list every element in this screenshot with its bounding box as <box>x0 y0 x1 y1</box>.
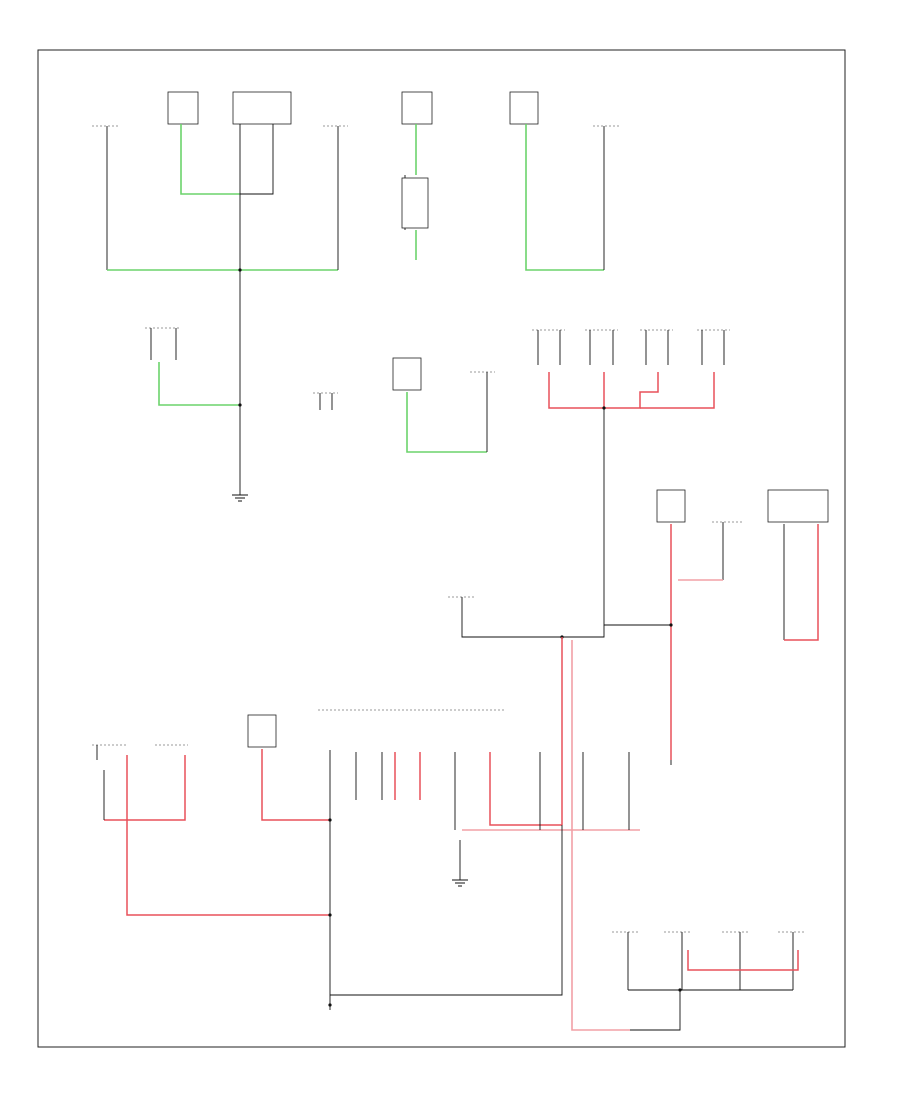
wire-group-top-left <box>106 124 339 271</box>
component-top-2 <box>232 91 292 125</box>
splice-node-2 <box>238 403 242 407</box>
component-bottom-left-1 <box>92 744 330 916</box>
component-right-mid-3 <box>767 489 829 641</box>
component-group-right-4 <box>532 329 730 409</box>
splice-node-9 <box>678 988 682 992</box>
trunk-pink-right <box>571 640 630 1031</box>
ground-symbol-left <box>232 470 248 502</box>
wire-group-top-mid <box>401 124 429 260</box>
component-top-4 <box>509 91 539 125</box>
component-right-mid-1 <box>656 489 686 760</box>
splice-node-4 <box>669 623 673 627</box>
splice-node-8 <box>328 1003 332 1007</box>
component-bottom-left-2 <box>103 744 188 821</box>
component-top-1 <box>167 91 199 125</box>
splice-node-3 <box>602 406 606 410</box>
component-mid-center <box>392 357 495 453</box>
splice-node <box>238 268 242 272</box>
splice-node-7 <box>328 913 332 917</box>
ground-symbol-bottom <box>452 840 468 887</box>
component-group-bottom-right-4 <box>612 931 806 1031</box>
splice-node-6 <box>328 818 332 822</box>
short-leads-mid-1 <box>319 393 333 410</box>
component-right-mid-2 <box>678 521 742 581</box>
bottom-middle-leads <box>355 752 640 831</box>
component-mid-left <box>145 327 240 406</box>
component-bottom-left-3 <box>247 714 330 821</box>
diagram-border <box>37 49 846 1048</box>
wire-group-top-right <box>525 124 605 271</box>
component-top-3 <box>401 91 433 125</box>
return-wire-bottom <box>330 825 563 996</box>
